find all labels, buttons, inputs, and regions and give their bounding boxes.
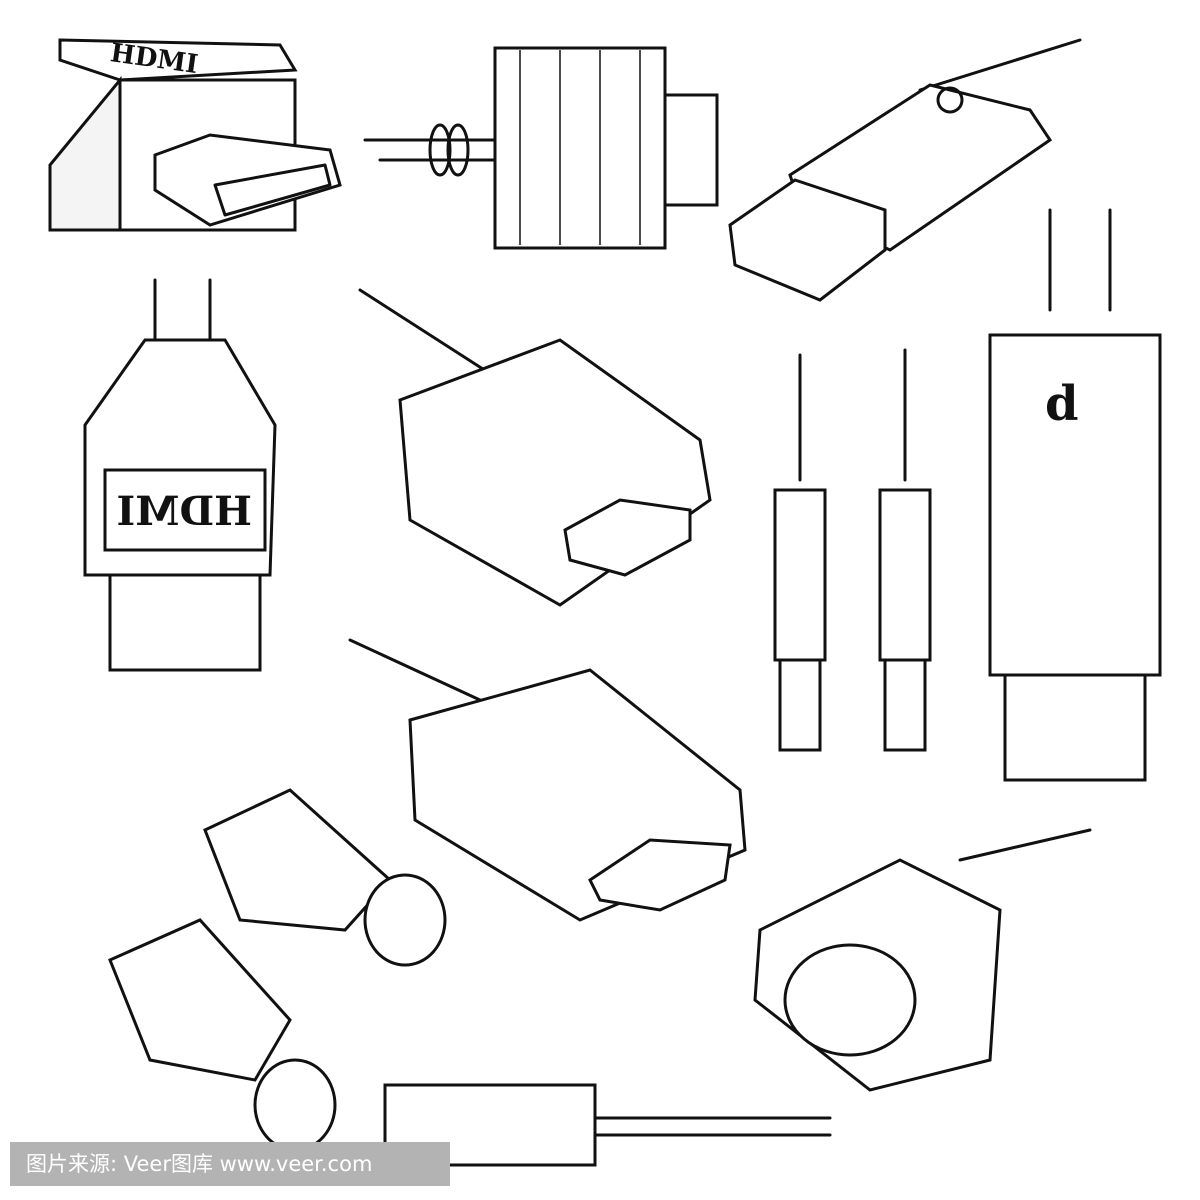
vga-male-icon (348, 638, 747, 922)
hdmi-angled-icon: HDMI (48, 38, 342, 232)
svg-text:d: d (1045, 376, 1079, 432)
displayport-angled-icon (728, 38, 1082, 302)
s-video-icon (108, 788, 447, 1152)
dvi-icon (753, 828, 1092, 1092)
vga-female-icon (358, 288, 712, 607)
hdmi-front-icon: HDMI (83, 278, 277, 672)
audio-jack-6mm-icon (383, 1083, 832, 1167)
watermark: 图片来源: Veer图库 www.veer.com (10, 1142, 450, 1186)
audio-jack-icon (773, 348, 932, 752)
vga-side-icon (363, 46, 719, 250)
displayport-front-icon: d (988, 208, 1162, 782)
svg-text:HDMI: HDMI (117, 488, 252, 535)
